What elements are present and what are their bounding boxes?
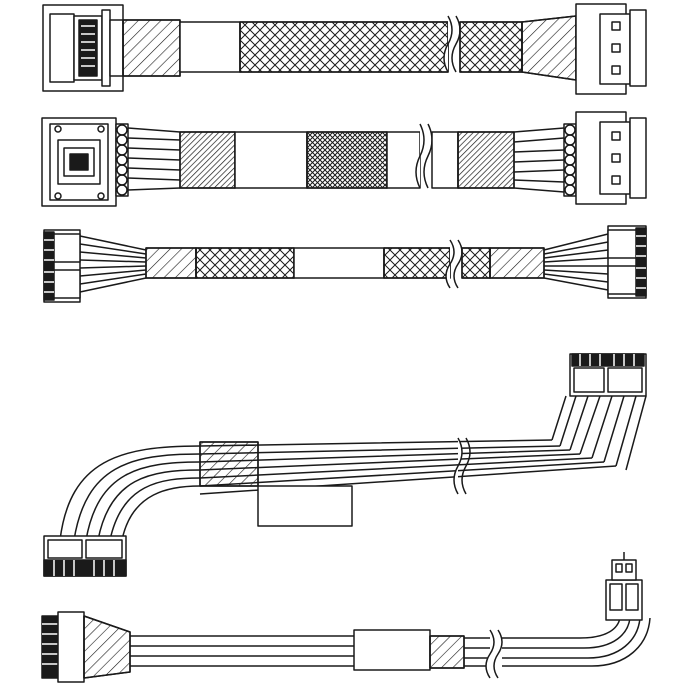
angled-pcie-power-cable [43, 353, 647, 577]
wire-bend-down [59, 445, 201, 541]
braid-band-3a [195, 247, 295, 279]
hatched-sleeve-5a [83, 615, 131, 679]
dual-6pin-to-dual-6pin-cable [43, 225, 647, 303]
flat-wire-run [199, 439, 617, 495]
pcie-8pin-icon [43, 535, 127, 577]
dark-band-2 [457, 131, 515, 189]
hatched-band-3b [489, 247, 545, 279]
wire-bend-up [502, 617, 651, 667]
braid-band-3b [383, 247, 451, 279]
pcie-6pin-icon [43, 229, 81, 303]
molex-icon [575, 111, 647, 205]
pcie-8pin-icon [569, 353, 647, 397]
molex-icon [575, 3, 647, 95]
wire-fan-left [115, 123, 181, 197]
hatched-sleeve-5b [429, 635, 465, 669]
wire-fan-left-3 [79, 235, 147, 293]
4pin-right-angle-icon [605, 552, 643, 621]
braided-sleeve-right [459, 21, 523, 73]
hatched-sleeve-left [122, 19, 181, 77]
pcie-6pin-icon [607, 225, 647, 299]
header-connector-icon [41, 611, 85, 683]
cut-mark-5 [485, 629, 495, 679]
hatched-sleeve-right [521, 15, 577, 81]
braided-sleeve [239, 21, 449, 73]
cut-mark [443, 15, 453, 73]
hatched-sleeve-4 [199, 441, 259, 487]
right-angle-4pin-power-cable [41, 552, 651, 683]
hatched-band-3a [145, 247, 197, 279]
heatshrink-band [353, 629, 431, 671]
dark-band-1 [179, 131, 236, 189]
flat-wire-run-5 [130, 635, 354, 667]
oculink-icon [41, 117, 117, 207]
wire-fan-right-3 [543, 233, 609, 291]
plain-band [179, 21, 241, 73]
label-tag [257, 485, 353, 527]
slim-sas-icon [42, 4, 124, 92]
oculink-to-molex-cable [41, 111, 647, 207]
wire-fan-right [513, 123, 577, 197]
plain-band-2 [234, 131, 308, 189]
slim-sas-to-molex-cable [42, 3, 647, 95]
wire-bundle-bend [551, 395, 647, 471]
cut-mark-4 [453, 437, 463, 495]
mesh-band [306, 131, 388, 189]
